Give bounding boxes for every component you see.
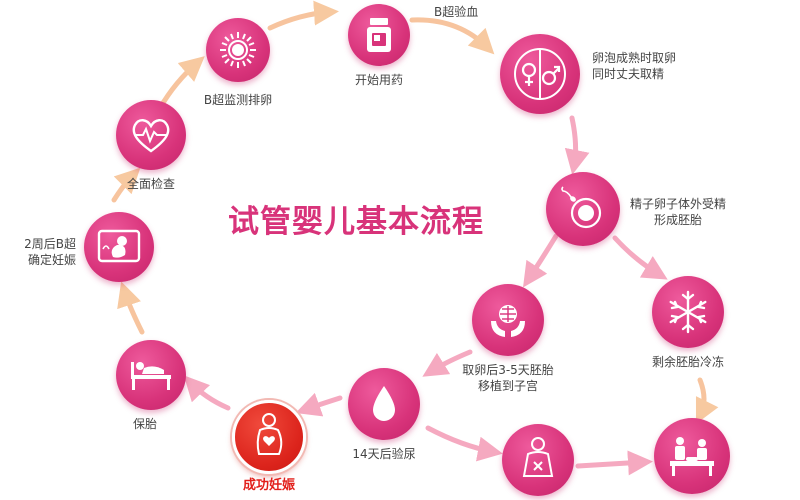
label-fertilization-line1: 精子卵子体外受精 (630, 197, 727, 211)
arrow-care-to-confirm (117, 281, 145, 335)
node-start-medication (348, 4, 410, 66)
label-urine-test: 14天后验尿 (352, 447, 416, 461)
node-success (232, 400, 306, 474)
node-egg-retrieval (500, 34, 580, 114)
arrow-medication-to-egg (409, 17, 495, 55)
arrow-confirm-to-exam (111, 167, 141, 203)
snowflake-icon (669, 290, 707, 334)
label-ultrasound-confirm-line2: 确定妊娠 (27, 253, 76, 267)
arrow-success-to-care (183, 375, 231, 411)
label-egg-retrieval-line1: 卵泡成熟时取卵 (592, 51, 677, 65)
label-fertilization-line2: 形成胚胎 (654, 213, 703, 227)
label-pregnancy-care: 保胎 (132, 417, 158, 431)
fetus-ultrasound-icon (97, 229, 141, 263)
arrow-fertilization-to-transfer (523, 233, 559, 288)
node-fertilization (546, 172, 620, 246)
label-egg-retrieval: 卵泡成熟时取卵 同时丈夫取精 (592, 50, 676, 82)
node-failure-woman (502, 424, 574, 496)
arrow-transfer-to-urine (422, 349, 473, 377)
node-pregnancy-care (116, 340, 186, 410)
label-fertilization: 精子卵子体外受精 形成胚胎 (630, 196, 726, 228)
arrow-failure-to-hospital (575, 450, 653, 476)
label-egg-retrieval-line2: 同时丈夫取精 (592, 67, 665, 81)
arrow-monitor-to-medication (267, 0, 339, 31)
node-ultrasound-confirm (84, 212, 154, 282)
label-start-medication: 开始用药 (354, 73, 404, 87)
bed-rest-icon (131, 362, 171, 390)
heart-monitor-icon (132, 119, 170, 153)
diagram-title: 试管婴儿基本流程 (228, 204, 484, 240)
label-ultrasound-blood: B超验血 (434, 5, 479, 19)
woman-cross-icon (522, 437, 554, 477)
label-freeze-embryos: 剩余胚胎冷冻 (651, 355, 725, 369)
node-freeze-embryos (652, 276, 724, 348)
medicine-bottle-icon (367, 18, 391, 52)
node-hospital (654, 418, 730, 494)
label-ultrasound-confirm: 2周后B超 确定妊娠 (6, 236, 76, 268)
arrow-fertilization-to-freeze (612, 235, 668, 280)
sperm-egg-icon (561, 186, 602, 229)
sun-ovary-icon (220, 32, 256, 68)
node-embryo-transfer (472, 284, 544, 356)
label-success: 成功妊娠 (242, 478, 296, 493)
arrow-urine-to-success (295, 392, 343, 417)
label-ultrasound-monitor: B超监测排卵 (203, 93, 273, 107)
label-embryo-transfer: 取卵后3-5天胚胎 移植到子宫 (462, 362, 554, 394)
label-ultrasound-confirm-line1: 2周后B超 (24, 237, 76, 251)
arrow-urine-to-failure (425, 425, 503, 462)
label-embryo-transfer-line2: 移植到子宫 (477, 379, 539, 393)
arrow-exam-to-monitor (157, 56, 205, 111)
node-full-exam (116, 100, 186, 170)
node-urine-test (348, 368, 420, 440)
label-embryo-transfer-line1: 取卵后3-5天胚胎 (462, 363, 554, 377)
hospital-scene-icon (670, 437, 714, 476)
node-ultrasound-monitor (206, 18, 270, 82)
gender-symbols-icon (514, 48, 566, 100)
hands-embryo-icon (491, 305, 525, 337)
arrow-egg-to-fertilization (564, 115, 590, 175)
label-full-exam: 全面检查 (126, 177, 176, 191)
water-drop-icon (373, 386, 395, 421)
pregnant-woman-icon (256, 413, 283, 455)
arrow-freeze-to-hospital (695, 377, 719, 425)
